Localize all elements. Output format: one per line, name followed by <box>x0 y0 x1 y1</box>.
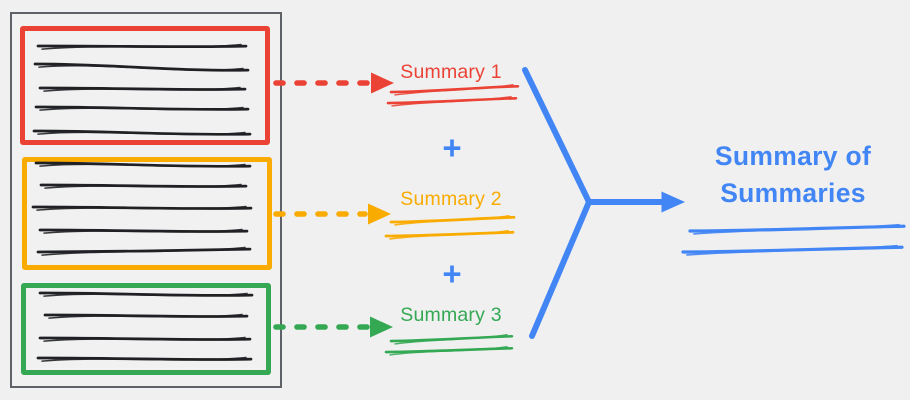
scribble-stroke <box>394 334 508 345</box>
summary-3-label: Summary 3 <box>400 304 502 326</box>
chunk1-to-summary1-arrow <box>273 72 394 94</box>
document-chunk-3-box <box>21 283 271 375</box>
summary-1-label: Summary 1 <box>400 61 502 83</box>
document-chunk-1-box <box>20 26 270 145</box>
scribble-stroke <box>389 229 509 240</box>
plus-operator-1: + <box>442 129 462 166</box>
final-summary-label: Summary of Summaries <box>714 141 872 208</box>
scribble-stroke <box>389 334 514 343</box>
merge-branch-top <box>522 67 666 205</box>
merge-branch-bottom <box>529 199 592 339</box>
scribble-stroke <box>389 84 520 94</box>
scribble-stroke <box>686 244 898 256</box>
source-document <box>10 12 282 388</box>
scribble-stroke <box>394 214 510 226</box>
scribble-stroke <box>384 346 514 354</box>
chunk3-to-summary3-arrow <box>273 316 393 338</box>
scribble-stroke <box>389 215 516 224</box>
merge-arrow <box>522 67 685 339</box>
scribble-stroke <box>394 84 514 96</box>
plus-operator-2: + <box>442 255 462 292</box>
scribble-stroke <box>688 224 906 233</box>
summary-2-label: Summary 2 <box>400 188 502 210</box>
scribble-stroke <box>391 96 512 107</box>
scribble-stroke <box>389 346 508 356</box>
scribble-stroke <box>384 230 515 238</box>
document-chunk-2-box <box>22 157 272 270</box>
scribble-stroke <box>693 223 900 235</box>
merge-arrow-head <box>661 191 685 213</box>
chunk2-to-summary2-arrow <box>273 203 391 225</box>
scribble-stroke <box>386 96 518 105</box>
scribble-stroke <box>681 245 904 254</box>
